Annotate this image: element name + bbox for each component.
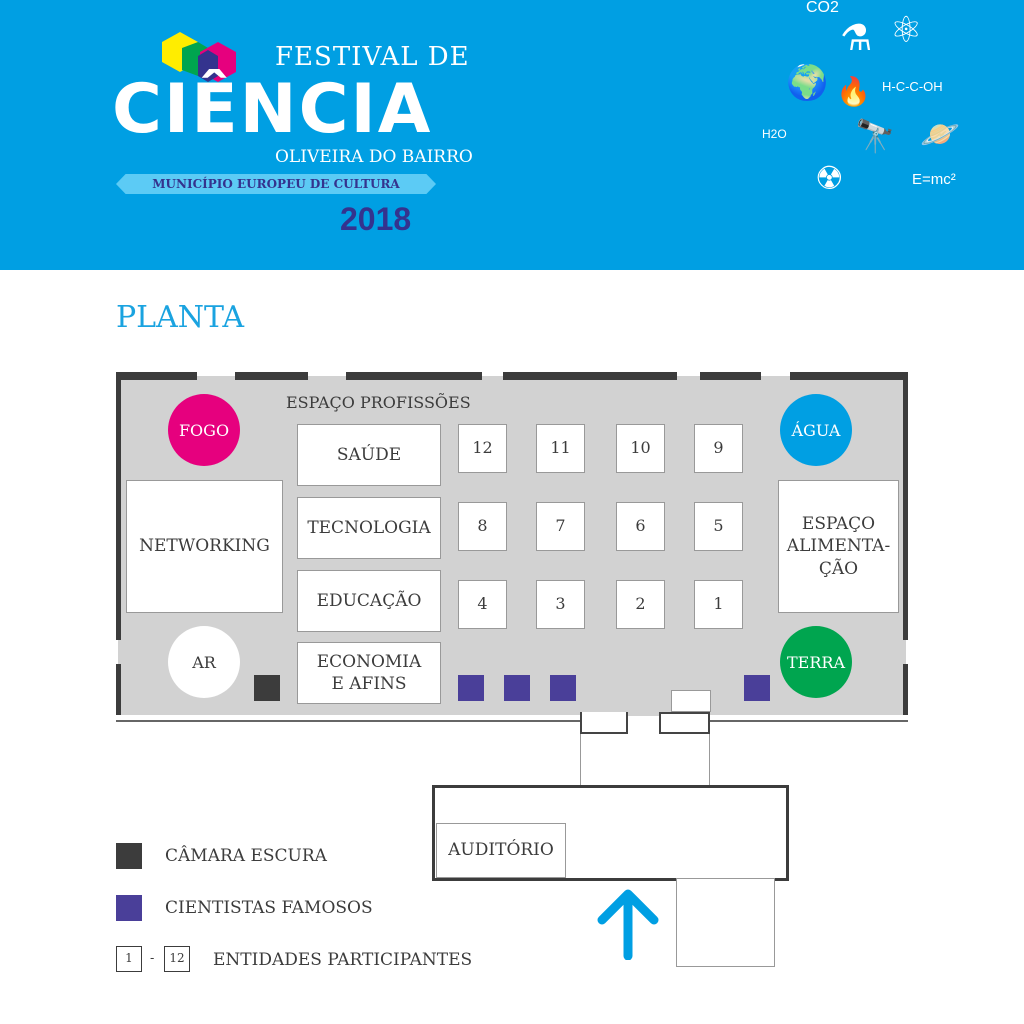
corridor (580, 734, 710, 788)
door (580, 712, 628, 734)
cientistas-marker (504, 675, 530, 701)
entrance-arrow-icon (597, 889, 659, 960)
wall (790, 372, 908, 380)
area-educacao: EDUCAÇÃO (297, 570, 441, 632)
area-economia: ECONOMIA E AFINS (297, 642, 441, 704)
logo-hexagons-icon (162, 32, 236, 82)
legend-range-sep: - (150, 950, 155, 965)
legend-range-from: 1 (116, 946, 142, 972)
zone-terra: TERRA (780, 626, 852, 698)
wall (903, 372, 908, 640)
wall (116, 664, 121, 722)
legend-camara-label: CÂMARA ESCURA (165, 846, 327, 866)
wall (116, 372, 121, 640)
wall (116, 715, 580, 722)
stand-5: 5 (694, 502, 743, 551)
wall (700, 372, 761, 380)
logo-ribbon: MUNICÍPIO EUROPEU DE CULTURA CIENTÍFICA (116, 174, 436, 194)
zone-fogo: FOGO (168, 394, 240, 466)
logo-place-text: OLIVEIRA DO BAIRRO (275, 147, 473, 167)
stand-7: 7 (536, 502, 585, 551)
area-tecnologia: TECNOLOGIA (297, 497, 441, 559)
globe-icon: 🌍 (786, 64, 829, 102)
legend-cientistas-swatch (116, 895, 142, 921)
stand-4: 4 (458, 580, 507, 629)
wall (710, 715, 908, 722)
logo-ciencia-text: CIÊNCIA (112, 70, 433, 149)
radiation-icon: ☢ (815, 160, 844, 196)
zone-agua: ÁGUA (780, 394, 852, 466)
stand-11: 11 (536, 424, 585, 473)
zone-ar: AR (168, 626, 240, 698)
camara-escura-marker (254, 675, 280, 701)
wall (903, 664, 908, 722)
logo-festival-text: FESTIVAL DE (275, 42, 470, 72)
food-area: ESPAÇO ALIMENTA-ÇÃO (778, 480, 899, 613)
legend-cientistas-label: CIENTISTAS FAMOSOS (165, 898, 373, 918)
telescope-icon: 🔭 (855, 118, 895, 154)
profissoes-label: ESPAÇO PROFISSÕES (286, 393, 471, 412)
wall (235, 372, 308, 380)
stand-10: 10 (616, 424, 665, 473)
stand-3: 3 (536, 580, 585, 629)
cientistas-marker (458, 675, 484, 701)
stand-2: 2 (616, 580, 665, 629)
stand-1: 1 (694, 580, 743, 629)
area-saude: SAÚDE (297, 424, 441, 486)
co2-icon: CO2 (806, 0, 839, 16)
header-banner: FESTIVAL DE CIÊNCIA OLIVEIRA DO BAIRRO M… (0, 0, 1024, 270)
legend-range-to: 12 (164, 946, 190, 972)
planet-icon: 🪐 (920, 116, 960, 152)
page-title: PLANTA (116, 300, 245, 335)
water-drop-icon: H2O (762, 127, 787, 141)
legend-camara-swatch (116, 843, 142, 869)
auditorio: AUDITÓRIO (436, 823, 566, 878)
cientistas-marker (550, 675, 576, 701)
legend-entidades-label: ENTIDADES PARTICIPANTES (213, 950, 473, 970)
reception (671, 690, 711, 712)
atom-icon: ⚛ (890, 9, 923, 50)
emc2-icon: E=mc² (912, 171, 956, 188)
ethanol-icon: H-C-C-OH (882, 79, 943, 94)
wall (116, 372, 197, 380)
stand-9: 9 (694, 424, 743, 473)
networking-area: NETWORKING (126, 480, 283, 613)
cientistas-marker (744, 675, 770, 701)
door (659, 712, 710, 734)
annex-room (676, 878, 775, 967)
flask-icon: ⚗ (840, 17, 873, 58)
wall (346, 372, 482, 380)
stand-6: 6 (616, 502, 665, 551)
wall (503, 372, 677, 380)
flame-icon: 🔥 (836, 76, 871, 107)
stand-8: 8 (458, 502, 507, 551)
stand-12: 12 (458, 424, 507, 473)
year: 2018 (340, 201, 412, 237)
